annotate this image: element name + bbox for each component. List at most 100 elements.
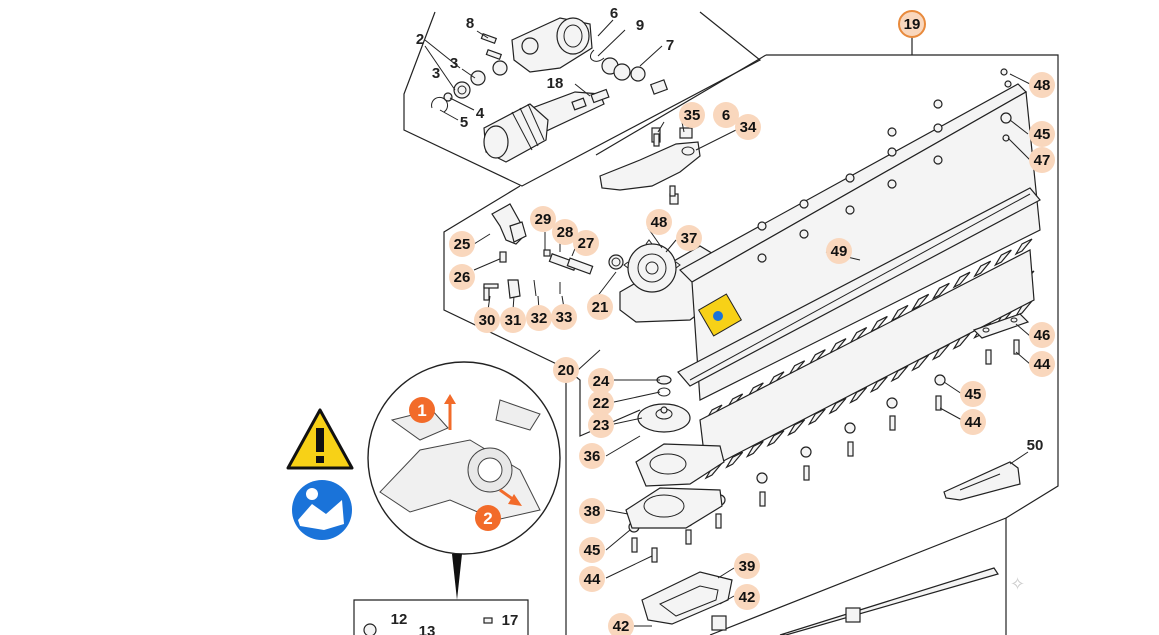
part-number-l32: 32 (531, 310, 548, 327)
part-number-l30: 30 (479, 312, 496, 329)
housing-sticker (697, 293, 743, 337)
part-bubble (530, 206, 556, 232)
gearhead-leader-lines (424, 19, 663, 121)
part-number-l23: 23 (593, 417, 610, 434)
part-bubble (474, 307, 500, 333)
part-bubble (1029, 322, 1055, 348)
part-number-l21: 21 (592, 299, 609, 316)
part-number-l44a: 44 (1034, 356, 1051, 373)
blade-tooth (911, 293, 930, 311)
warning-triangle-icon (286, 408, 354, 470)
part-bubble (826, 238, 852, 264)
part-number-l44c: 44 (584, 571, 601, 588)
blade-tooth (1014, 238, 1033, 256)
part-label-b13: 13 (419, 623, 436, 635)
slider-plate (625, 443, 725, 529)
step-1-number: 1 (417, 401, 426, 420)
blade-tooth (725, 451, 744, 469)
part-bubble (735, 114, 761, 140)
part-bubble (449, 231, 475, 257)
part-bubble (526, 305, 552, 331)
cutter-bar-upper (677, 83, 1041, 401)
cutter-assembly-frame (595, 36, 1059, 635)
callout-19: 19 (904, 16, 921, 33)
part-bubble (573, 230, 599, 256)
part-bubble (579, 498, 605, 524)
blade-tooth (745, 440, 764, 458)
part-bubble (646, 209, 672, 235)
part-bubble (500, 307, 526, 333)
part-bubble (1029, 147, 1055, 173)
part-bubble (713, 102, 739, 128)
part-number-l6b: 6 (722, 107, 730, 124)
part-bubble (579, 443, 605, 469)
gear-cover (599, 127, 701, 205)
part-number-l42a: 42 (739, 589, 756, 606)
part-label-b3a: 3 (432, 65, 440, 82)
washers-and-screws (483, 68, 1020, 563)
part-bubble (608, 613, 634, 635)
part-bubble (449, 264, 475, 290)
part-number-l26: 26 (454, 269, 471, 286)
part-bubble (1029, 351, 1055, 377)
part-number-l38: 38 (584, 503, 601, 520)
part-number-l33: 33 (556, 309, 573, 326)
part-label-b7: 7 (666, 37, 674, 54)
part-label-b18: 18 (547, 75, 564, 92)
blade-tooth (807, 408, 826, 426)
lower-rail: ✧ (711, 567, 1025, 635)
part-label-b2: 2 (416, 31, 424, 48)
part-bubble (679, 102, 705, 128)
part-label-b3b: 3 (450, 55, 458, 72)
gearhead-parts (431, 17, 669, 163)
part-number-l29: 29 (535, 211, 552, 228)
part-bubble (551, 304, 577, 330)
inset-parts-frame (353, 599, 529, 635)
part-number-l36: 36 (584, 448, 601, 465)
part-number-l24: 24 (593, 373, 610, 390)
main-assembly-callout: 19 (898, 10, 926, 38)
gearhead-group-frame (403, 11, 762, 187)
part-label-b9: 9 (636, 17, 644, 34)
part-bubble (1029, 121, 1055, 147)
part-bubble (588, 368, 614, 394)
part-bubble (553, 357, 579, 383)
part-number-l48a: 48 (1034, 77, 1051, 94)
part-bubble (960, 409, 986, 435)
blade-tooth (993, 249, 1012, 267)
part-label-b4: 4 (476, 105, 485, 122)
part-bubble (734, 553, 760, 579)
read-manual-icon (292, 480, 352, 540)
blade-tooth (766, 430, 785, 448)
part-bubble (1029, 72, 1055, 98)
part-label-b6a: 6 (610, 5, 618, 22)
part-number-l44b: 44 (965, 414, 982, 431)
part-label-b8: 8 (466, 15, 474, 32)
part-number-l45c: 45 (584, 542, 601, 559)
part-number-l47: 47 (1034, 152, 1051, 169)
detail-inset: 1 2 (367, 361, 561, 600)
part-number-l34: 34 (740, 119, 757, 136)
part-bubble (676, 225, 702, 251)
small-parts-25-33 (483, 203, 594, 299)
part-number-l45a: 45 (1034, 126, 1051, 143)
part-bubble (588, 412, 614, 438)
part-number-l25: 25 (454, 236, 471, 253)
part-number-l46: 46 (1034, 327, 1051, 344)
part-number-l27: 27 (578, 235, 595, 252)
part-label-b17: 17 (502, 612, 519, 629)
step-2-marker (475, 505, 501, 531)
step-2-number: 2 (483, 509, 492, 528)
part-number-l39: 39 (739, 558, 756, 575)
part-bubble (960, 381, 986, 407)
blade-tooth (828, 397, 847, 415)
end-guard (943, 461, 1021, 501)
part-number-l42b: 42 (613, 618, 630, 635)
svg-text:✧: ✧ (1010, 574, 1025, 594)
thrust-washer (637, 375, 691, 433)
part-number-l35: 35 (684, 107, 701, 124)
part-number-l22: 22 (593, 395, 610, 412)
part-number-l37: 37 (681, 230, 698, 247)
